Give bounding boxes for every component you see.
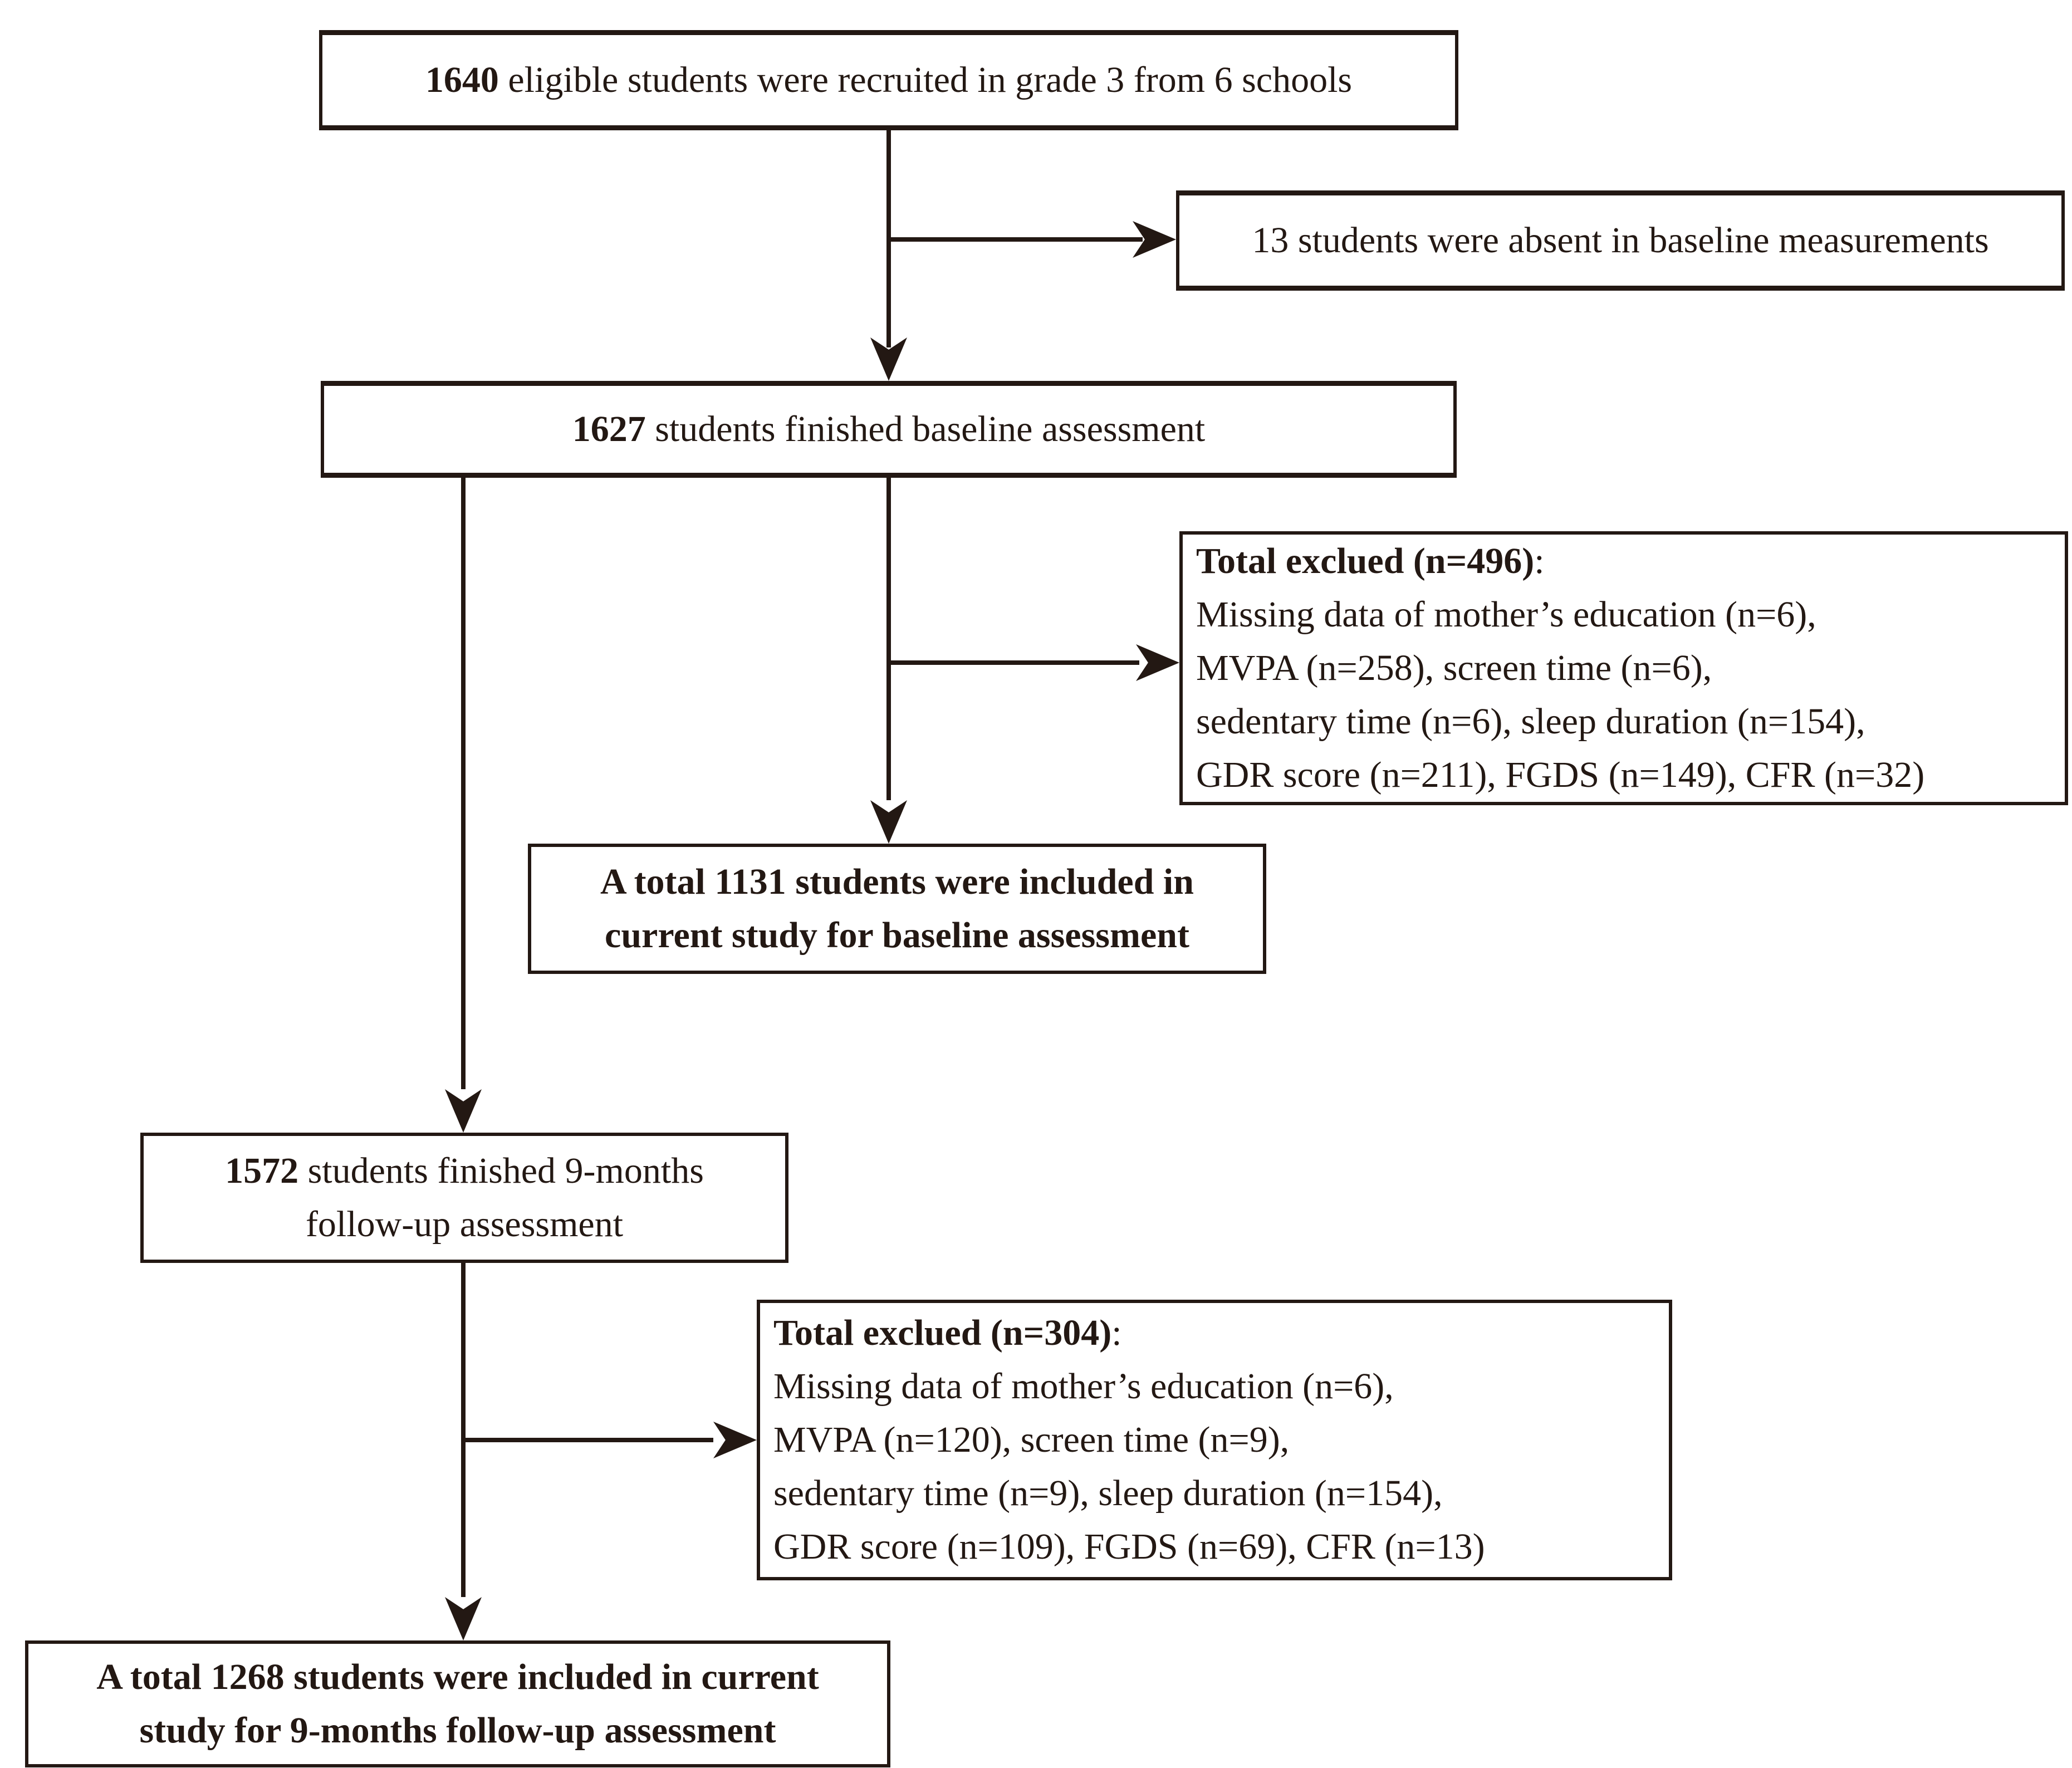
recruited-count: 1640 [425,60,499,100]
excluded-followup-line: GDR score (n=109), FGDS (n=69), CFR (n=1… [773,1526,1485,1567]
box-excluded-baseline: Total exclued (n=496): Missing data of m… [1179,531,2068,805]
absent-text: 13 students were absent in baseline meas… [1252,220,1989,261]
box-included-followup: A total 1268 students were included in c… [25,1640,890,1767]
box-excluded-followup: Total exclued (n=304): Missing data of m… [757,1300,1672,1580]
followup-finished-count: 1572 [225,1150,299,1191]
box-included-baseline: A total 1131 students were included in c… [528,844,1266,974]
excluded-baseline-line: sedentary time (n=6), sleep duration (n=… [1196,701,1865,742]
box-followup-finished: 1572 students finished 9-months follow-u… [140,1133,788,1263]
connector-line [461,1263,466,1597]
excluded-baseline-title: Total exclued (n=496) [1196,541,1535,581]
box-absent: 13 students were absent in baseline meas… [1176,190,2065,291]
arrowhead-down-icon [445,1089,482,1133]
box-recruited-text: 1640 eligible students were recruited in… [425,53,1352,107]
followup-finished-line2: follow-up assessment [305,1204,624,1245]
arrowhead-right-icon [713,1422,757,1458]
included-baseline-line2: current study for baseline assessment [605,915,1189,956]
arrowhead-right-icon [1136,644,1179,681]
baseline-finished-rest: students finished baseline assessment [645,409,1206,449]
followup-finished-rest: students finished 9-months [298,1150,704,1191]
excluded-baseline-line: MVPA (n=258), screen time (n=6), [1196,648,1712,688]
arrowhead-down-icon [870,800,907,844]
excluded-baseline-line: Missing data of mother’s education (n=6)… [1196,594,1816,635]
box-recruited: 1640 eligible students were recruited in… [319,30,1458,130]
excluded-followup-line: sedentary time (n=9), sleep duration (n=… [773,1473,1443,1514]
excluded-followup-title-line: Total exclued (n=304): [773,1306,1122,1360]
box-baseline-finished: 1627 students finished baseline assessme… [321,381,1457,478]
connector-line [886,237,1143,242]
excluded-baseline-line: GDR score (n=211), FGDS (n=149), CFR (n=… [1196,755,1925,795]
followup-finished-line1: 1572 students finished 9-months [225,1144,704,1198]
included-followup-line2: study for 9-months follow-up assessment [139,1710,776,1751]
excluded-followup-colon: : [1111,1312,1122,1353]
connector-line [461,478,466,1089]
connector-line [886,660,1139,665]
connector-line [461,1438,713,1442]
included-followup-line1: A total 1268 students were included in c… [96,1657,819,1697]
connector-line [886,478,891,800]
excluded-followup-line: Missing data of mother’s education (n=6)… [773,1366,1394,1407]
excluded-followup-line: MVPA (n=120), screen time (n=9), [773,1419,1290,1460]
box-baseline-finished-text: 1627 students finished baseline assessme… [572,403,1206,456]
excluded-baseline-title-line: Total exclued (n=496): [1196,535,1545,588]
excluded-followup-title: Total exclued (n=304) [773,1312,1112,1353]
included-baseline-line1: A total 1131 students were included in [600,861,1194,902]
arrowhead-down-icon [445,1597,482,1640]
baseline-finished-count: 1627 [572,409,646,449]
recruited-rest: eligible students were recruited in grad… [498,60,1353,100]
excluded-baseline-colon: : [1534,541,1545,581]
